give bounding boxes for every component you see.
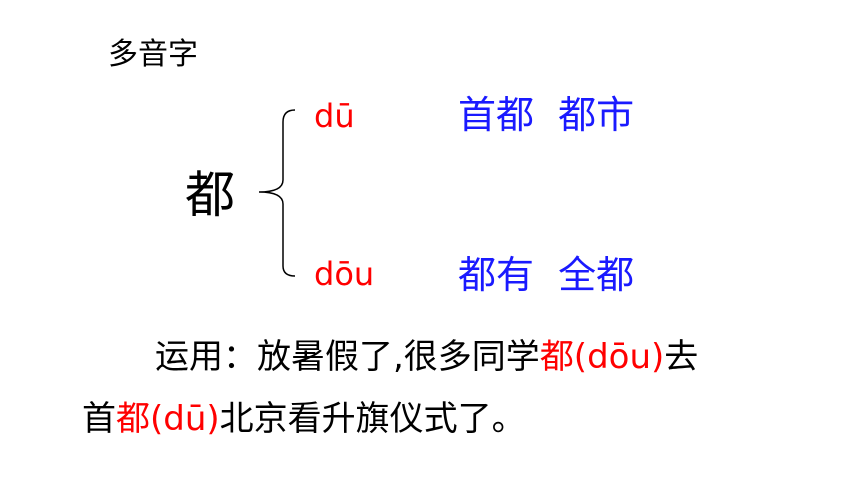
polyphonic-character: 都 [185,166,235,224]
usage-line-1-suffix: 去 [664,337,699,377]
reading-1-words: 首都 都市 [458,93,635,137]
usage-line-1: 运用：放暑假了,很多同学都(dōu)去 [155,340,698,374]
usage-line-2: 首都(dū)北京看升旗仪式了。 [82,402,526,436]
usage-line-2-prefix: 首 [82,399,116,439]
reading-2-words: 都有 全都 [458,253,635,297]
reading-2-pinyin: dōu [314,255,375,293]
reading-1-pinyin: dū [314,97,355,135]
usage-line-2-suffix: 北京看升旗仪式了。 [219,399,526,439]
usage-line-1-prefix: 运用：放暑假了,很多同学 [155,337,540,377]
usage-line-2-highlight: 都(dū) [116,399,220,439]
brace-bracket [258,109,296,277]
usage-line-1-highlight: 都(dōu) [539,337,665,377]
page-title: 多音字 [108,37,198,72]
